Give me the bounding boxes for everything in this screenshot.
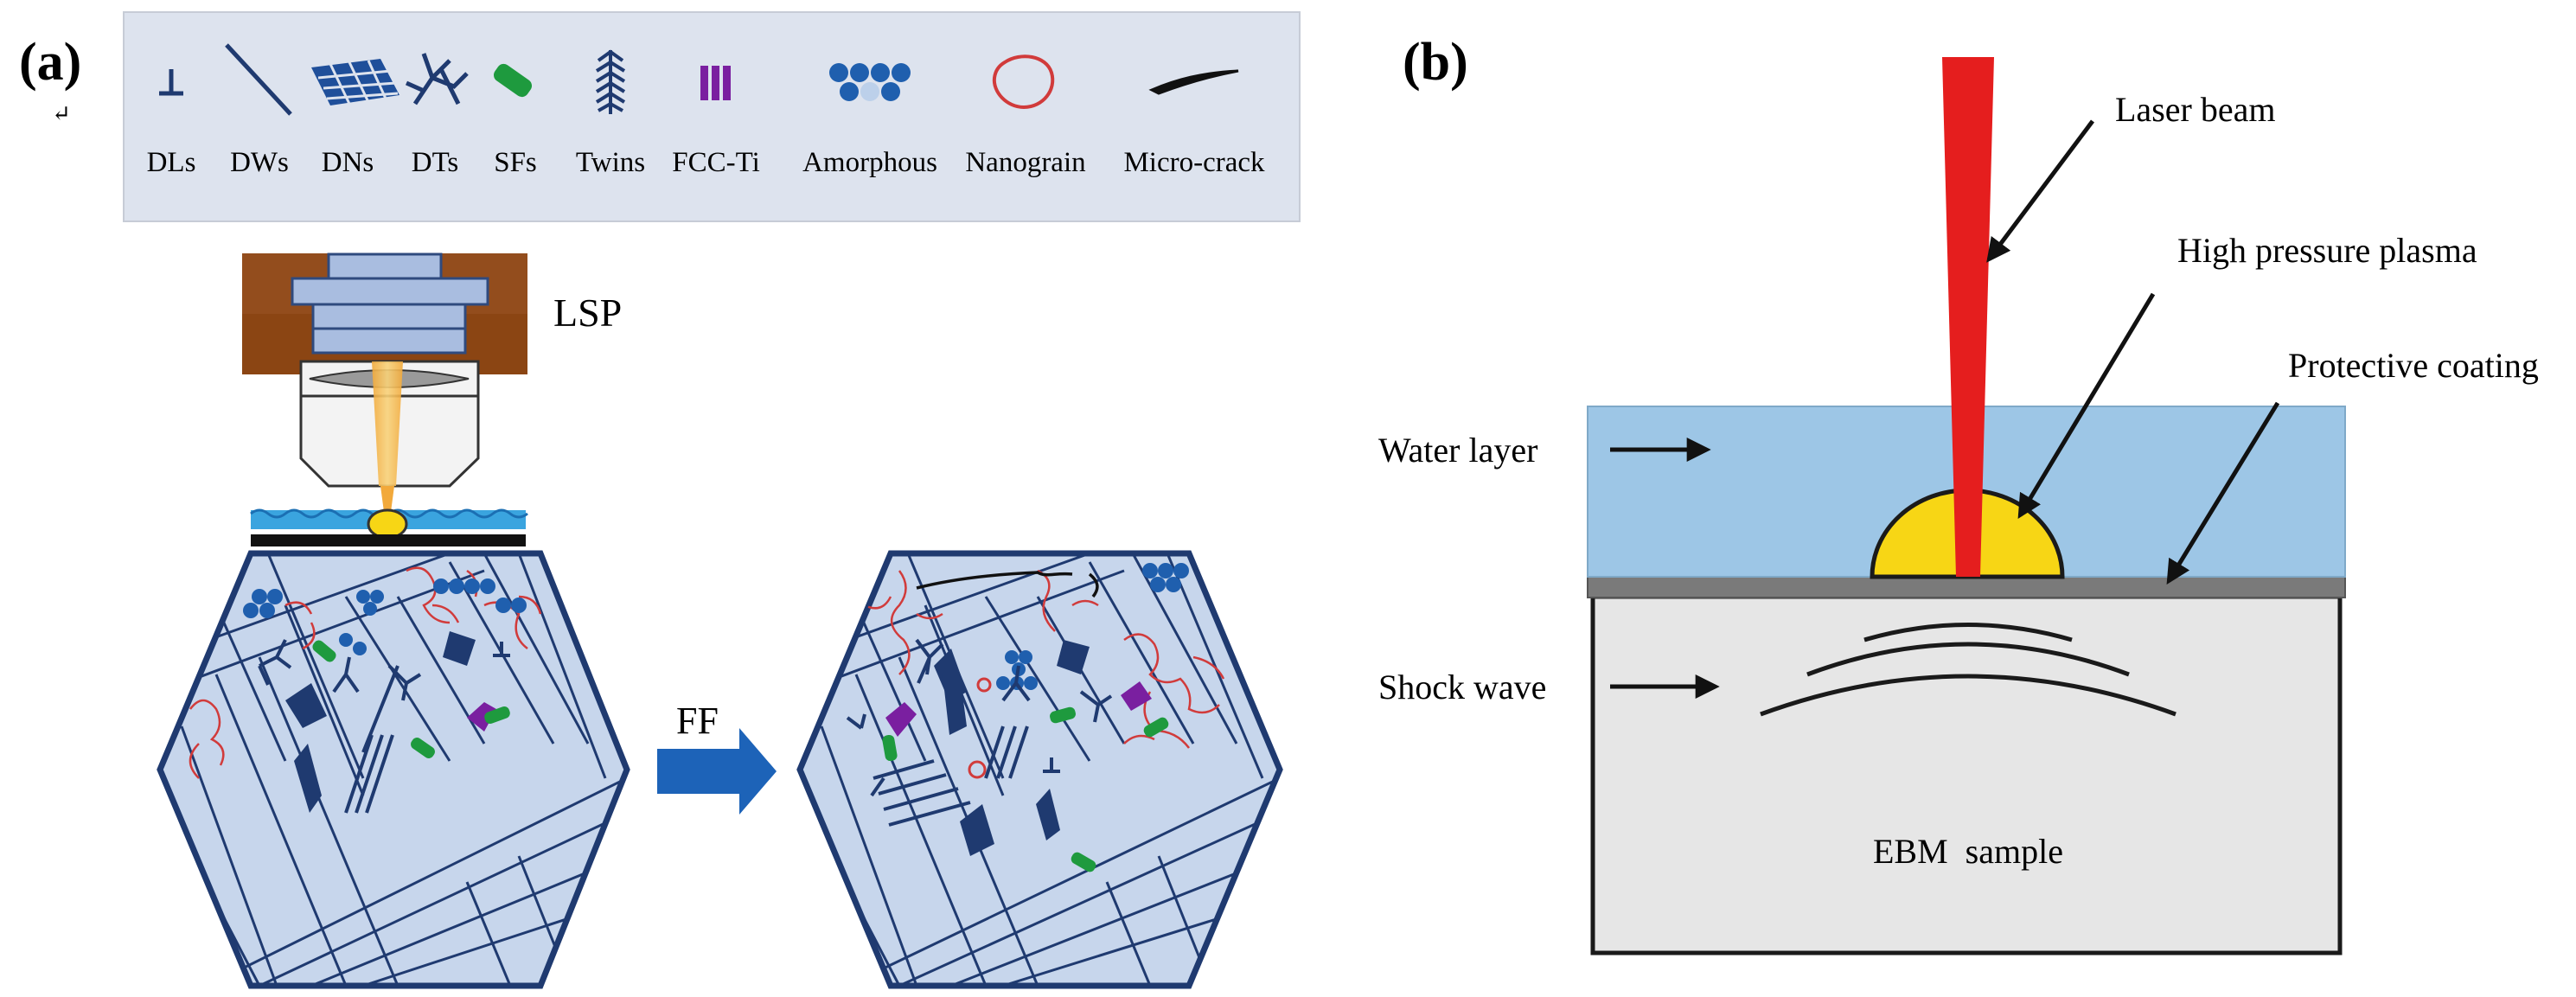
laser-beam-b	[1942, 57, 1994, 577]
label-water-layer: Water layer	[1378, 431, 1537, 470]
label-laser-beam: Laser beam	[2115, 90, 2275, 129]
legend-label: SFs	[494, 147, 537, 178]
plasma-a	[367, 508, 408, 540]
panel-b-label: (b)	[1403, 33, 1468, 92]
legend-label: Amorphous	[802, 147, 937, 178]
protective-coating-a	[251, 534, 526, 546]
micro-crack	[916, 571, 1099, 598]
laser-beam-arrow	[1986, 119, 2094, 263]
legend-label: DWs	[230, 147, 289, 178]
ff-arrow-icon	[657, 728, 777, 815]
panel-a-mark: ↵	[52, 101, 71, 126]
label-ebm-sample: EBM sample	[1873, 832, 2063, 871]
legend-label: Micro-crack	[1123, 147, 1265, 178]
panel-a: (a) ↵	[19, 11, 1301, 989]
label-protective-coating: Protective coating	[2288, 346, 2539, 385]
defects-before	[243, 578, 527, 814]
micro-crack-icon	[1148, 69, 1239, 95]
legend-label: DTs	[412, 147, 459, 178]
label-shock-wave: Shock wave	[1378, 668, 1546, 706]
legend-label: Nanograin	[965, 147, 1085, 178]
amorphous-icon	[829, 63, 911, 101]
hexagon-outline	[796, 550, 1283, 989]
annotation-arrows	[1610, 119, 2280, 699]
twin-icon	[595, 49, 626, 114]
legend-label: Twins	[576, 147, 645, 178]
hexagon-outline	[157, 550, 630, 989]
dislocation-network-icon	[311, 59, 400, 105]
legend-background	[123, 11, 1301, 222]
protective-coating-layer	[1587, 576, 2346, 598]
plasma-arrow	[2017, 292, 2156, 519]
panel-a-label: (a)	[19, 33, 81, 92]
lsp-apparatus: LSP	[242, 252, 622, 512]
dislocation-tangle-icon	[405, 53, 469, 105]
crystal-after-ff	[796, 550, 1283, 989]
coating-arrow	[2166, 401, 2280, 585]
crystal-before-ff	[157, 550, 630, 989]
dislocation-line-icon	[159, 69, 183, 96]
ff-transition: FF	[657, 700, 777, 815]
legend-label: DNs	[322, 147, 374, 178]
stacking-fault-icon	[493, 63, 533, 98]
panel-b: (b) Laser beam High pressure plasma Prot…	[1378, 33, 2539, 955]
lsp-label: LSP	[553, 291, 622, 335]
defects-after	[846, 563, 1189, 872]
dislocation-wall-icon	[225, 43, 292, 116]
legend-label: FCC-Ti	[672, 147, 760, 178]
laser-beam-a	[372, 361, 403, 486]
label-high-pressure-plasma: High pressure plasma	[2177, 231, 2477, 270]
nanograin-icon	[992, 54, 1055, 110]
ebm-sample-block	[1590, 594, 2343, 955]
ff-label: FF	[676, 700, 719, 742]
shock-wave-arcs	[1760, 623, 2176, 717]
legend-label: DLs	[147, 147, 196, 178]
legend-box: DLs DWs DNs DTs SFs Twins FCC-Ti Amorpho…	[123, 11, 1301, 222]
fcc-ti-icon	[700, 66, 731, 100]
grain-boundaries	[189, 566, 542, 779]
surface-layers-a	[250, 508, 528, 546]
